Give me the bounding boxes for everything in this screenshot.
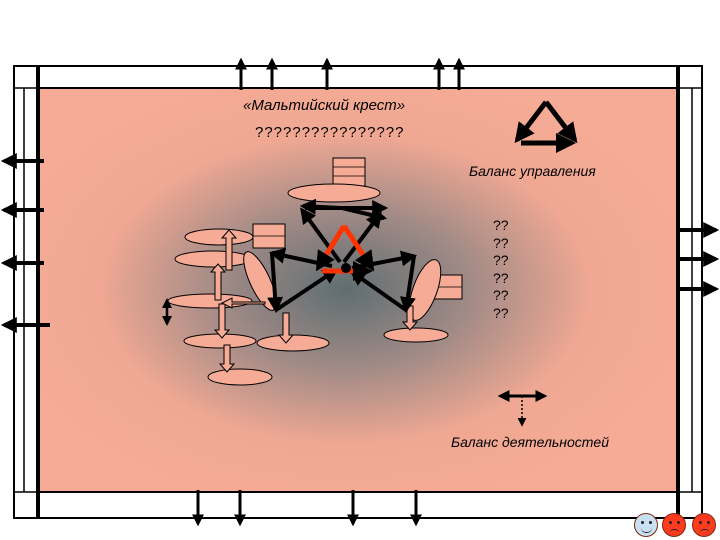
ellipse-node [383,327,449,343]
central-network [162,157,463,386]
balance-activities-label: Баланс деятельностей [451,434,609,450]
ellipse-node [207,368,273,386]
question-mark-item: ?? [493,217,509,233]
ellipse-node [256,334,330,352]
balance-activities-icon [497,390,548,427]
ellipse-node [287,183,381,203]
question-mark-item: ?? [493,304,509,321]
top-arrows [235,57,465,90]
left-arrows [0,153,50,333]
question-mark-item: ?? [493,252,509,268]
ellipse-node [174,250,252,268]
ellipse-node [184,228,254,246]
question-mark-item: ?? [493,234,509,251]
question-mark-item: ?? [493,287,509,303]
ellipse-node [408,259,442,321]
bottom-arrows [192,490,422,527]
diagram-title: «Мальтийский крест» [243,97,406,114]
question-mark-list: ?? ?? ?? ?? ?? ?? [493,217,509,322]
diagram-subtitle: ???????????????? [255,124,405,141]
question-mark-item: ?? [493,269,509,286]
smiley-angry-icon[interactable] [692,513,716,537]
doc-box [332,157,366,187]
balance-management-label: Баланс управления [469,163,596,179]
outer-frame [13,65,703,519]
ellipse-node [167,293,253,309]
balance-management-icon [514,100,578,153]
smiley-angry-icon[interactable] [662,513,686,537]
right-arrows [676,222,720,297]
smiley-neutral-icon[interactable] [634,513,658,537]
